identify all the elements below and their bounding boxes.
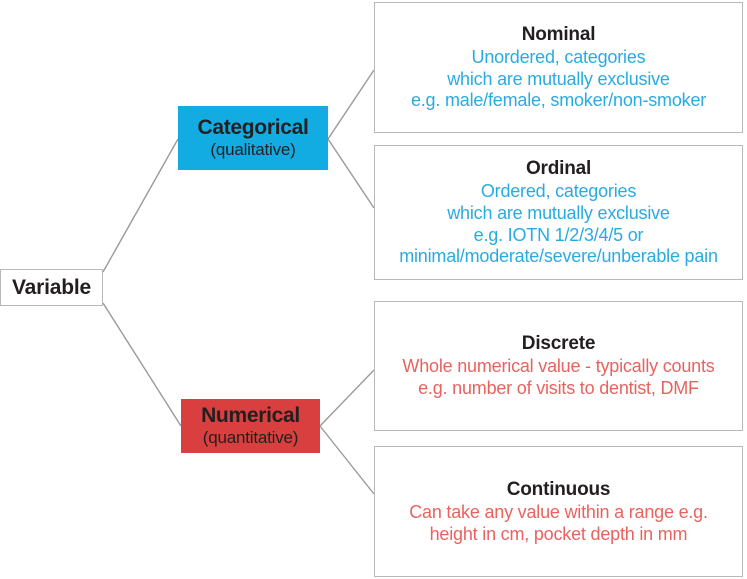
- node-variable: Variable: [0, 269, 103, 306]
- node-nominal-line-3: e.g. male/female, smoker/non-smoker: [410, 90, 707, 111]
- node-ordinal-line-4: minimal/moderate/severe/unberable pain: [399, 246, 718, 267]
- node-ordinal-line-3: e.g. IOTN 1/2/3/4/5 or: [473, 224, 644, 245]
- node-continuous-body: Can take any value within a range e.g. h…: [409, 502, 708, 545]
- node-ordinal: Ordinal Ordered, categories which are mu…: [374, 145, 743, 280]
- node-ordinal-title: Ordinal: [525, 158, 592, 180]
- node-continuous-line-1: Can take any value within a range e.g.: [409, 501, 708, 522]
- node-categorical-subtitle: (qualitative): [210, 139, 296, 159]
- connector-variable-to-numerical: [102, 302, 182, 427]
- node-categorical-title: Categorical: [197, 116, 309, 140]
- node-nominal: Nominal Unordered, categories which are …: [374, 2, 743, 133]
- node-discrete-line-1: Whole numerical value - typically counts: [402, 356, 715, 377]
- node-continuous-title: Continuous: [506, 478, 611, 500]
- node-continuous: Continuous Can take any value within a r…: [374, 446, 743, 577]
- node-ordinal-line-1: Ordered, categories: [480, 181, 637, 202]
- node-discrete: Discrete Whole numerical value - typical…: [374, 301, 743, 431]
- node-nominal-title: Nominal: [521, 24, 596, 46]
- node-ordinal-body: Ordered, categories which are mutually e…: [399, 181, 718, 267]
- node-discrete-title: Discrete: [521, 333, 596, 355]
- node-categorical: Categorical (qualitative): [178, 106, 328, 170]
- node-discrete-body: Whole numerical value - typically counts…: [402, 356, 714, 399]
- connector-categorical-to-nominal: [327, 69, 375, 140]
- node-ordinal-line-2: which are mutually exclusive: [447, 202, 670, 223]
- node-numerical-subtitle: (quantitative): [202, 427, 299, 447]
- node-nominal-line-2: which are mutually exclusive: [447, 68, 670, 89]
- connector-numerical-to-discrete: [319, 369, 375, 427]
- node-numerical-title: Numerical: [201, 404, 300, 428]
- node-discrete-line-2: e.g. number of visits to dentist, DMF: [418, 378, 699, 399]
- node-numerical: Numerical (quantitative): [181, 399, 320, 453]
- node-variable-label: Variable: [12, 276, 91, 299]
- node-nominal-line-1: Unordered, categories: [471, 47, 646, 68]
- connector-categorical-to-ordinal: [327, 138, 375, 209]
- node-nominal-body: Unordered, categories which are mutually…: [411, 47, 706, 112]
- connector-numerical-to-continuous: [319, 425, 375, 495]
- node-continuous-line-2: height in cm, pocket depth in mm: [429, 523, 688, 544]
- connector-variable-to-categorical: [102, 138, 179, 273]
